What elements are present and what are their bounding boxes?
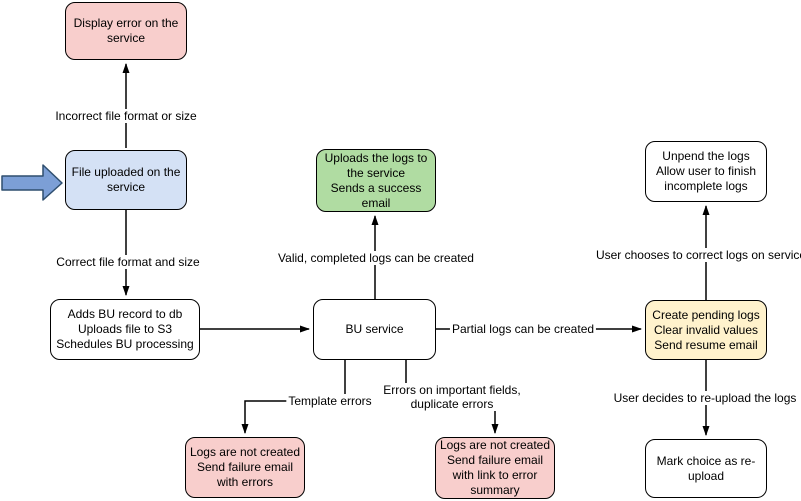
node-text: service	[106, 180, 145, 194]
node-text: Uploads file to S3	[77, 322, 173, 336]
node-text: upload	[687, 468, 725, 483]
node-file-uploaded: File uploaded on the service	[65, 150, 187, 210]
node-text: Clear invalid values	[653, 322, 759, 337]
node-adds-bu-record: Adds BU record to db Uploads file to S3 …	[50, 299, 200, 360]
node-create-pending-logs: Create pending logs Clear invalid values…	[645, 300, 767, 360]
node-text: summary	[470, 483, 520, 497]
node-failure-email-errors: Logs are not created Send failure email …	[185, 437, 305, 498]
edge-label-user-reuploads: User decides to re-upload the logs	[611, 391, 799, 405]
edge-label-partial-logs: Partial logs can be created	[449, 322, 597, 336]
node-text: BU service	[345, 322, 404, 336]
node-text: Send resume email	[654, 337, 758, 352]
node-unpend-logs: Unpend the logs Allow user to finish inc…	[645, 141, 767, 202]
node-success-email: Uploads the logs to the service Sends a …	[316, 149, 436, 212]
node-text: Send failure email	[446, 453, 544, 467]
edge-label-user-corrects: User chooses to correct logs on service	[593, 248, 801, 262]
edge-label-line: Errors on important fields,	[383, 383, 521, 397]
node-text: email	[361, 195, 391, 210]
node-text: the service	[346, 165, 406, 180]
node-display-error: Display error on the service	[65, 2, 187, 60]
node-text: Allow user to finish	[655, 164, 757, 178]
node-text: File uploaded on the	[71, 165, 181, 179]
node-text: Logs are not created	[189, 445, 301, 459]
node-text: Display error on the	[73, 16, 179, 30]
node-mark-reupload: Mark choice as re- upload	[645, 439, 767, 498]
node-text: Unpend the logs	[662, 149, 750, 163]
edge-label-line: duplicate errors	[410, 397, 494, 411]
edge-label-important-errors: Errors on important fields, duplicate er…	[381, 383, 523, 411]
node-text: service	[106, 31, 145, 45]
node-text: with link to error	[452, 468, 538, 482]
edge-label-incorrect-format: Incorrect file format or size	[53, 109, 199, 123]
node-text: Mark choice as re-	[656, 453, 756, 468]
node-text: incomplete logs	[664, 179, 748, 193]
node-text: Send failure email	[196, 460, 294, 474]
edge-label-template-errors: Template errors	[286, 394, 374, 408]
node-text: Schedules BU processing	[56, 337, 194, 351]
node-text: with errors	[216, 475, 273, 489]
edge-label-correct-format: Correct file format and size	[54, 255, 202, 269]
node-text: Adds BU record to db	[67, 307, 183, 321]
edge-label-valid-logs: Valid, completed logs can be created	[276, 251, 476, 265]
node-text: Create pending logs	[652, 307, 760, 322]
entry-arrow-icon	[1, 164, 63, 201]
node-text: Sends a success	[330, 180, 422, 195]
node-text: Logs are not created	[439, 438, 551, 452]
node-bu-service: BU service	[313, 299, 436, 360]
node-failure-email-summary: Logs are not created Send failure email …	[435, 437, 555, 499]
node-text: Uploads the logs to	[324, 150, 428, 165]
